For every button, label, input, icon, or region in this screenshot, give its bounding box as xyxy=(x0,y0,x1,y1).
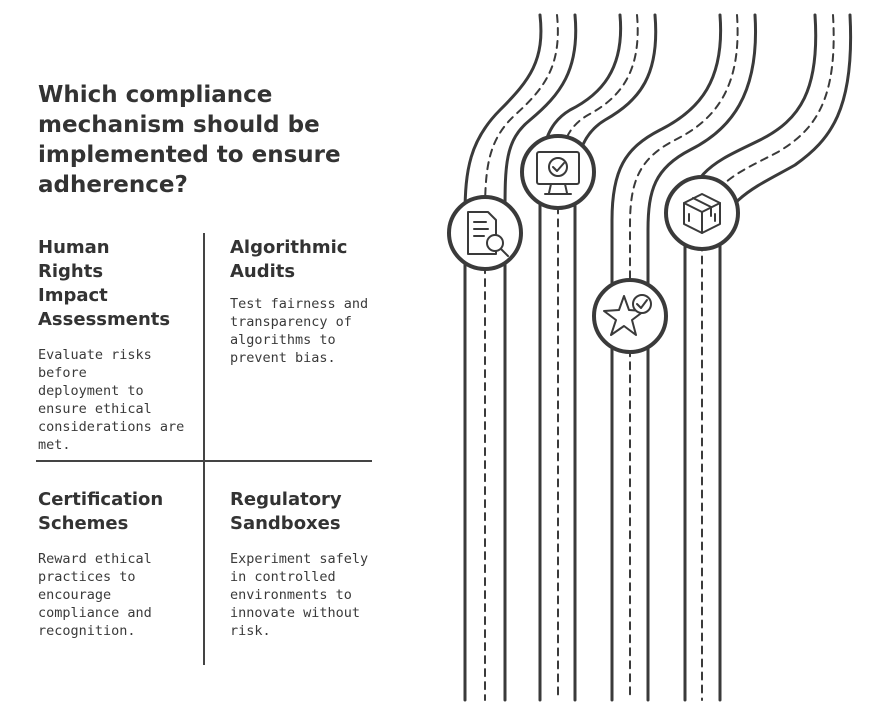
package-box-icon xyxy=(664,175,740,251)
quadrant-vertical-divider xyxy=(203,233,205,665)
quadrant-title-regulatory-sandboxes: Regulatory Sandboxes xyxy=(230,489,342,534)
quadrant-desc-regulatory-sandboxes: Experiment safely in controlled environm… xyxy=(230,551,369,639)
quadrant-horizontal-divider xyxy=(36,460,372,462)
quadrant-desc-algorithmic-audits: Test fairness and transparency of algori… xyxy=(230,296,369,366)
quadrant-title-human-rights: Human Rights Impact Assessments xyxy=(38,237,171,330)
monitor-check-icon xyxy=(520,134,596,210)
quadrant-title-certification: Certification Schemes xyxy=(38,489,164,534)
road-2 xyxy=(538,13,658,702)
quadrant-title-algorithmic-audits: Algorithmic Audits xyxy=(230,237,348,282)
roads-illustration xyxy=(447,13,853,702)
road-1 xyxy=(463,13,578,702)
page-title: Which compliance mechanism should be imp… xyxy=(38,82,341,198)
star-check-icon xyxy=(592,278,668,354)
document-search-icon xyxy=(447,195,523,271)
road-3 xyxy=(610,13,758,702)
quadrant-desc-human-rights: Evaluate risks before deployment to ensu… xyxy=(38,347,185,453)
quadrant-desc-certification: Reward ethical practices to encourage co… xyxy=(38,551,152,639)
road-4 xyxy=(683,13,853,702)
